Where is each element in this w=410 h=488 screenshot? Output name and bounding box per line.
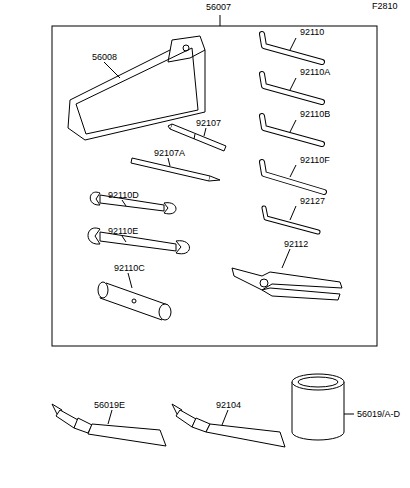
callout-number: 92110A: [300, 67, 330, 77]
callout-number: 92107: [196, 118, 221, 128]
callout-number: 92110: [300, 27, 324, 37]
liquid-gasket-can: [292, 374, 344, 440]
pliers: [232, 268, 342, 300]
kit-frame: [52, 26, 377, 346]
callout-number: 92110B: [300, 109, 330, 119]
callout-number: 92110C: [114, 263, 145, 273]
callout-number: 56019E: [94, 400, 125, 410]
callout-number: 56019/A-D: [357, 409, 400, 419]
callout-number: 92110D: [108, 190, 139, 200]
callout-number: F2810: [372, 1, 398, 11]
callout-number: 92107A: [154, 148, 185, 158]
callout-number: 92110F: [300, 155, 330, 165]
screwdriver-bits: [131, 124, 226, 181]
callout-number: 92110E: [108, 226, 138, 236]
open-end-wrenches: [88, 192, 190, 254]
grease-tube: [172, 404, 285, 447]
callout-number: 56008: [92, 52, 117, 62]
callout-number: 92112: [284, 239, 308, 249]
callout-number: 56007: [206, 2, 231, 12]
tool-pouch: [68, 36, 205, 140]
box-wrench: [98, 282, 171, 320]
bond-tube: [52, 404, 166, 446]
callout-number: 92127: [300, 196, 325, 206]
callout-number: 92104: [216, 400, 241, 410]
